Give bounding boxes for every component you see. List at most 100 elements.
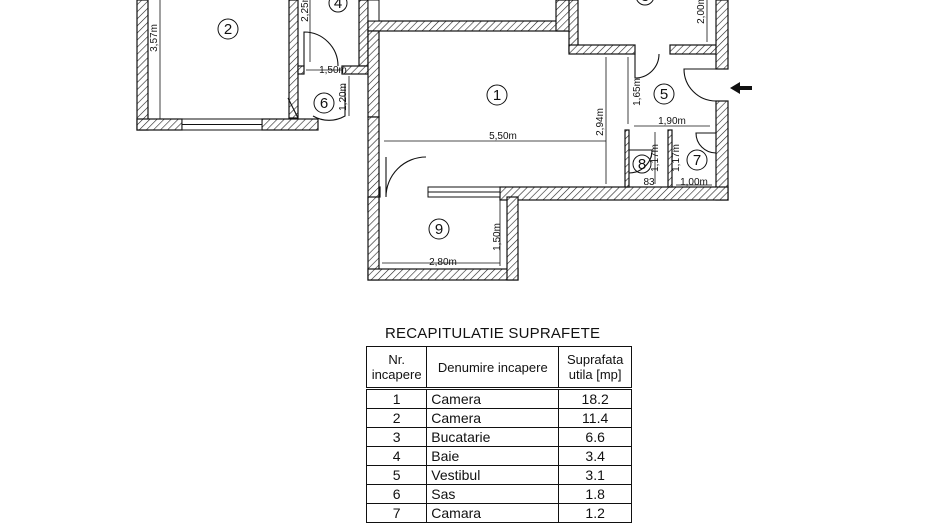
door-balcony (385, 156, 427, 198)
room-4-number: 4 (334, 0, 342, 12)
cell-number: 3 (365, 427, 428, 447)
cell-number: 2 (365, 408, 428, 428)
door-closet7 (695, 132, 717, 154)
wall-closet-mid (667, 129, 673, 188)
dim-closet8-width: 83 (643, 177, 655, 188)
floor-plan: 2 4 3 1 6 5 8 7 9 5,50m 2,94m 3,57m 1,50… (136, 0, 752, 281)
room-labels: 2 4 3 1 6 5 8 7 9 (217, 0, 708, 240)
cell-area: 3.4 (558, 446, 632, 466)
wall-lower-strip (499, 186, 729, 201)
windows (181, 0, 501, 198)
room-8-marker (632, 154, 652, 174)
table-row: 5 Vestibul 3.1 (365, 465, 632, 485)
cell-name: Bucatarie (426, 427, 560, 447)
cell-area: 1.2 (558, 503, 632, 523)
window-top-left (367, 0, 380, 22)
room-7-marker (686, 149, 708, 171)
dim-vestibul-height: 1,65m (632, 78, 643, 106)
cell-name: Baie (426, 446, 560, 466)
room-3-marker (636, 0, 654, 6)
wall-top-left (367, 20, 572, 32)
col-number-header: Nr. incapere (365, 346, 428, 389)
wall-room2-right (288, 0, 299, 119)
cell-area: 1.8 (558, 484, 632, 504)
room-2-number: 2 (224, 21, 232, 38)
cell-number: 1 (365, 387, 428, 409)
wall-room2-bottom-left (136, 118, 183, 131)
dimension-labels: 5,50m 2,94m 3,57m 1,50m 2,25m 1,20m 1,90… (149, 0, 708, 268)
wall-living-left-upper (367, 30, 380, 118)
entrance-arrow-icon (730, 82, 752, 94)
wall-living-bottom (378, 186, 381, 198)
room-9-marker (428, 218, 450, 240)
cell-number: 4 (365, 446, 428, 466)
doors (287, 31, 717, 198)
wall-kitchen-mid (568, 0, 579, 53)
area-summary-table: Nr. incapere Denumire incapere Suprafata… (365, 346, 632, 523)
room-1-number: 1 (493, 87, 501, 104)
wall-right-bottom (715, 100, 729, 201)
wall-kitchen-bottom (568, 44, 636, 55)
wall-right-top (715, 0, 729, 70)
door-sas (312, 84, 346, 121)
wall-balcony-left (367, 196, 380, 281)
room-7-number: 7 (693, 152, 701, 169)
dim-bath-width: 1,50m (319, 65, 347, 76)
table-row: 3 Bucatarie 6.6 (365, 427, 632, 447)
wall-kitchen-left (555, 0, 571, 32)
table-row: 2 Camera 11.4 (365, 408, 632, 428)
room-3-number: 3 (641, 0, 649, 5)
table-header-row: Nr. incapere Denumire incapere Suprafata… (365, 346, 632, 389)
cell-area: 6.6 (558, 427, 632, 447)
room-9-number: 9 (435, 221, 443, 238)
dim-closet7-height: 1,17m (671, 144, 682, 172)
table-row: 1 Camera 18.2 (365, 387, 632, 409)
cell-number: 7 (365, 503, 428, 523)
room-5-marker (653, 83, 675, 105)
door-bath (303, 31, 339, 67)
dim-balcony-height: 1,50m (492, 223, 503, 251)
cell-number: 5 (365, 465, 428, 485)
wall-balcony-bottom (367, 268, 519, 281)
cell-area: 11.4 (558, 408, 632, 428)
dim-living-width: 5,50m (489, 131, 517, 142)
dim-closet7-width: 1,00m (680, 177, 708, 188)
table-row: 6 Sas 1.8 (365, 484, 632, 504)
room-1-marker (486, 84, 508, 106)
room-5-number: 5 (660, 86, 668, 103)
room-6-marker (313, 92, 335, 114)
cell-name: Camara (426, 503, 560, 523)
cell-area: 3.1 (558, 465, 632, 485)
col-name-header: Denumire incapere (426, 346, 560, 389)
room-6-number: 6 (320, 95, 328, 112)
cell-name: Camera (426, 387, 560, 409)
door-kitchen (634, 53, 660, 79)
cell-area: 18.2 (558, 387, 632, 409)
dim-bath-height: 2,25m (300, 0, 311, 22)
dim-living-height: 2,94m (595, 108, 606, 136)
cell-name: Camera (426, 408, 560, 428)
door-room2 (287, 97, 299, 119)
door-closet8 (628, 149, 653, 174)
wall-room2-left (136, 0, 149, 131)
dim-corner-height: 2,00m (696, 0, 707, 24)
wall-room2-bottom-right (261, 118, 319, 131)
dim-closet8-height: 1,17m (650, 144, 661, 172)
table-row: 4 Baie 3.4 (365, 446, 632, 466)
dim-room2-height: 3,57m (149, 24, 160, 52)
room-8-number: 8 (638, 156, 646, 173)
wall-closet-left (624, 129, 630, 188)
wall-bath-bottom (297, 65, 305, 75)
door-entrance (683, 68, 717, 102)
table-row: 7 Camara 1.2 (365, 503, 632, 523)
dim-balcony-width: 2,80m (429, 257, 457, 268)
wall-bath-right (358, 0, 369, 67)
dim-vestibul-width: 1,90m (658, 116, 686, 127)
room-4-marker (328, 0, 348, 13)
table-title: RECAPITULATIE SUPRAFETE (385, 325, 601, 342)
dimension-lines (159, 0, 712, 266)
wall-balcony-right (506, 196, 519, 281)
cell-number: 6 (365, 484, 428, 504)
cell-name: Sas (426, 484, 560, 504)
walls (136, 0, 729, 281)
